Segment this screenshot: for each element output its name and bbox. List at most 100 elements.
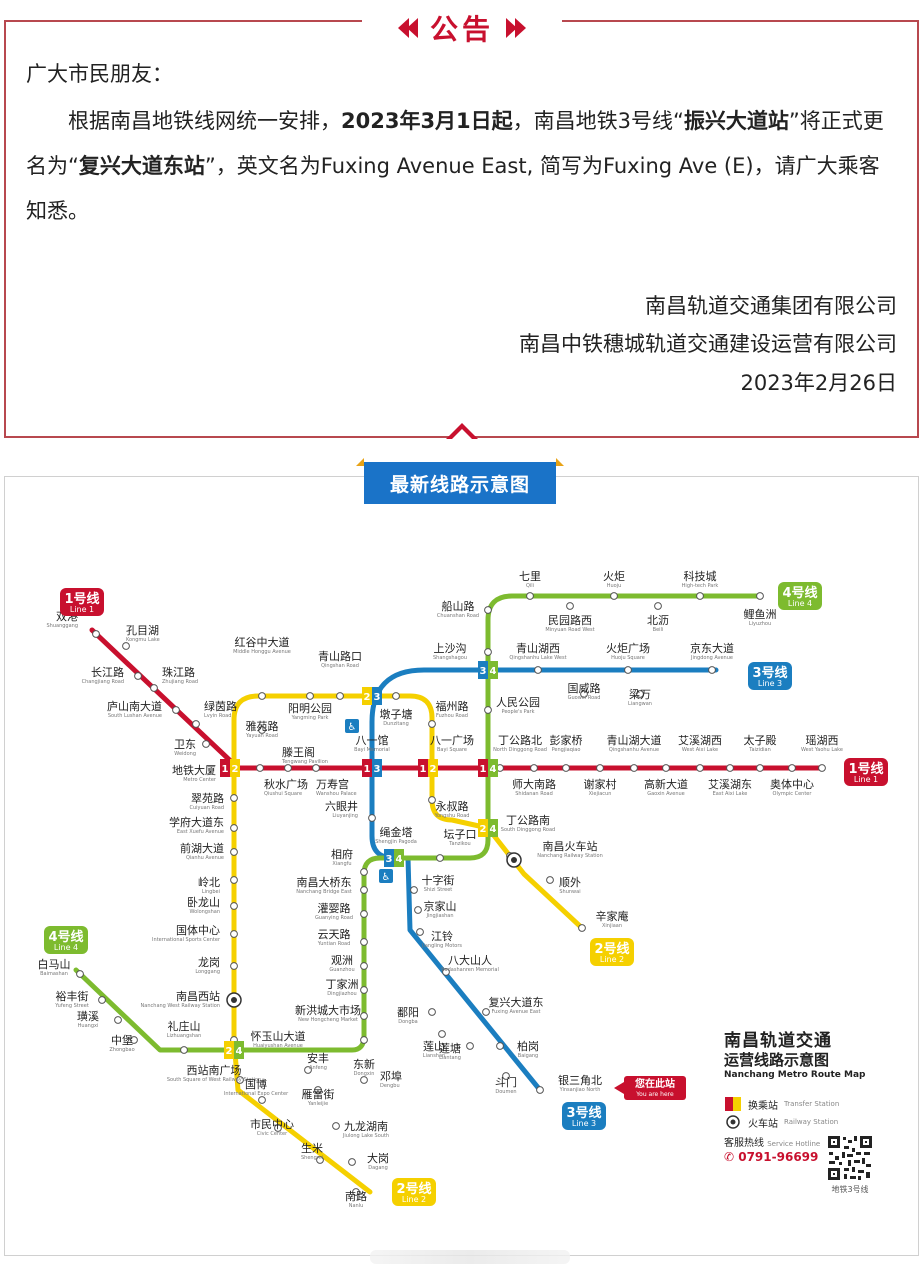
station-name: 九龙湖南: [344, 1120, 388, 1133]
station-name: 十字街: [422, 873, 455, 887]
station-name: 卧龙山: [187, 896, 220, 909]
legend-hotline-label: 客服热线: [724, 1138, 764, 1149]
transfer-line-number: 4: [490, 764, 497, 775]
you-are-here-label: 您在此站: [635, 1077, 675, 1090]
transfer-station-icon: [478, 661, 488, 679]
line-badge-label: 4号线: [48, 929, 83, 945]
station-name: 六眼井: [325, 799, 358, 813]
station-name: 安丰: [307, 1051, 329, 1065]
station-name: 太子殿: [744, 734, 777, 747]
station-name-en: Baimashan: [40, 971, 68, 977]
line-badge-label-en: Line 2: [600, 955, 624, 964]
station-name: 青山湖西: [516, 642, 560, 655]
station-name-en: Shidanan Road: [515, 791, 553, 797]
station-name: 青山湖大道: [607, 733, 662, 747]
station-name-en: Dongba: [398, 1019, 418, 1025]
station-name-en: Gaoxin Avenue: [647, 791, 685, 797]
station-dot: [306, 692, 314, 700]
transfer-line-number: 2: [232, 764, 239, 775]
station-name: 京东大道: [690, 641, 734, 655]
station-name-en: Xinjiaan: [602, 923, 622, 929]
station-name-en: Bayi Memorial: [354, 747, 390, 753]
station-dot: [230, 930, 238, 938]
station-name-en: Shizi Street: [424, 887, 453, 893]
transfer-station-icon: [488, 661, 498, 679]
station-name: 斗门: [495, 1075, 517, 1089]
legend-railway-en: Railway Station: [784, 1118, 839, 1126]
station-name: 礼庄山: [168, 1019, 201, 1033]
station-name-en: Guanzhou: [329, 967, 354, 973]
station-name-en: People's Park: [502, 709, 535, 715]
station-name-en: Nanchang Railway Station: [537, 853, 603, 859]
station-dot: [662, 764, 670, 772]
station-name-en: Longgang: [195, 969, 220, 975]
station-dot: [336, 692, 344, 700]
station-name: 彭家桥: [550, 733, 583, 747]
line-badge-label: 2号线: [594, 941, 629, 957]
station-dot: [484, 706, 492, 714]
station-name-en: Yuntian Road: [317, 941, 351, 947]
station-dot: [230, 794, 238, 802]
station-name: 璜溪: [77, 1009, 99, 1023]
station-name: 福州路: [436, 699, 469, 713]
transfer-line-number: 4: [490, 824, 497, 835]
transfer-station-icon: [428, 759, 438, 777]
you-are-here-label-en: You are here: [635, 1091, 674, 1098]
station-dot: [696, 764, 704, 772]
station-name: 丁公路南: [506, 814, 550, 827]
legend-transfer: 换乘站 Transfer Station: [724, 1096, 839, 1112]
line-badge: [392, 1178, 436, 1206]
line-badge-label: 1号线: [848, 761, 883, 777]
station-name-en: Liuyanjing: [332, 813, 358, 819]
line-badge: [60, 588, 104, 616]
transfer-station-icon: [488, 759, 498, 777]
station-name: 奥体中心: [770, 777, 814, 791]
station-dot: [150, 684, 158, 692]
station-dot: [526, 592, 534, 600]
station-dot: [312, 764, 320, 772]
line-badge-label-en: Line 1: [70, 605, 94, 614]
station-name-en: Changjiang Road: [82, 679, 124, 685]
station-name: 翠苑路: [191, 792, 224, 805]
station-name: 卫东: [174, 738, 196, 751]
station-dot: [180, 1046, 188, 1054]
station-name: 复兴大道东: [489, 995, 544, 1009]
station-name: 雅苑路: [246, 719, 279, 733]
station-dot: [466, 1042, 474, 1050]
station-name-en: Civic Center: [257, 1131, 288, 1137]
station-name-en: Zhujiang Road: [162, 679, 198, 685]
station-name-en: Lianshan: [423, 1053, 445, 1059]
station-dot: [76, 970, 84, 978]
station-dot: [192, 720, 200, 728]
notice-body-part2: ，南昌地铁3号线“: [512, 109, 684, 133]
notice-body-part4: ”，英文名为Fuxing Avenue East, 简写为Fuxing Ave …: [26, 154, 880, 223]
accessible-icon-glyph: ♿: [348, 722, 357, 733]
station-dot: [580, 690, 588, 698]
station-name: 邓埠: [380, 1069, 402, 1083]
station-dot: [360, 886, 368, 894]
station-name-en: South Lushan Avenue: [108, 713, 162, 719]
station-dot: [428, 796, 436, 804]
station-dot: [578, 924, 586, 932]
station-dot: [172, 706, 180, 714]
station-dot: [636, 690, 644, 698]
station-dot: [410, 886, 418, 894]
station-name: 绳金塔: [380, 825, 413, 839]
station-name-en: Yayuan Road: [245, 733, 278, 739]
line-paths: [73, 593, 825, 1195]
station-name-en: Jiangling Motors: [421, 943, 462, 949]
station-name: 国威路: [568, 682, 601, 695]
station-name-en: Nanchang West Railway Station: [141, 1003, 220, 1009]
station-name-en: Nanchang Bridge East: [296, 889, 352, 895]
station-dot: [502, 1072, 510, 1080]
station-dot: [202, 740, 210, 748]
notice-pointer-inner: [451, 429, 473, 440]
station-name-en: Wanshou Palace: [316, 791, 357, 797]
transfer-station-icon: [230, 759, 240, 777]
station-name-en: Pengjiaqiao: [552, 747, 581, 753]
notice-greeting: 广大市民朋友：: [26, 62, 173, 86]
station-name-en: Fuzhou Road: [436, 713, 468, 719]
station-name: 生米: [301, 1141, 323, 1155]
station-name: 科技城: [684, 569, 717, 583]
